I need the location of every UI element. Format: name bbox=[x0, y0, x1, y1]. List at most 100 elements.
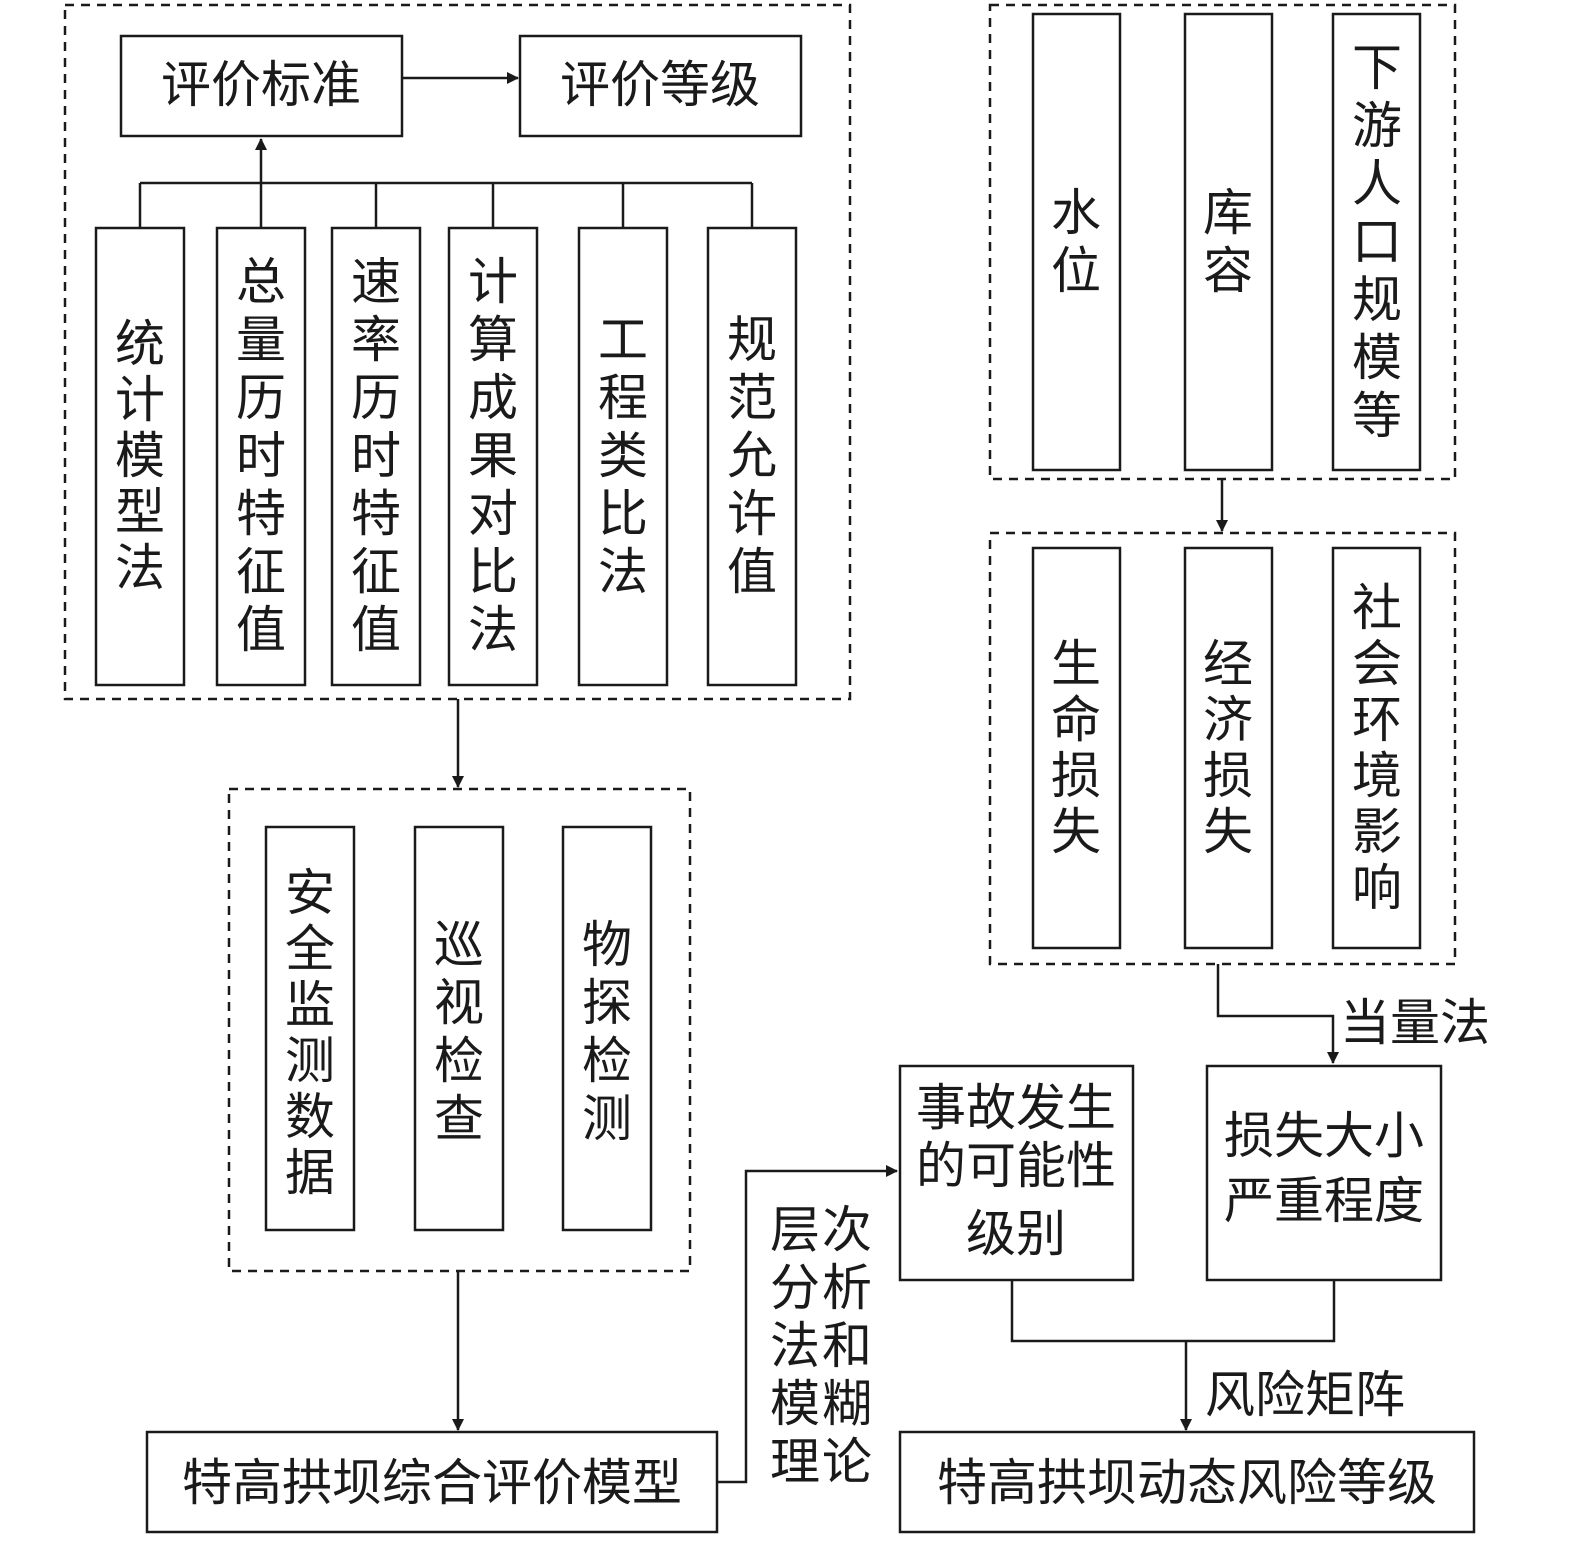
arrow-model-to-probability bbox=[717, 1165, 898, 1484]
vertical-char: 征 bbox=[236, 543, 286, 601]
vertical-char: 生 bbox=[1051, 635, 1101, 693]
probability-level-box bbox=[898, 1064, 1135, 1282]
vertical-char: 值 bbox=[727, 543, 777, 601]
evaluation-standard-label: 评价标准 bbox=[161, 56, 361, 114]
vertical-char: 历 bbox=[351, 369, 401, 427]
vertical-char: 视 bbox=[434, 974, 484, 1032]
method-box-total-duration bbox=[215, 226, 307, 687]
vertical-char: 位 bbox=[1051, 242, 1101, 300]
vertical-char: 社 bbox=[1352, 579, 1402, 637]
vertical-char: 计 bbox=[115, 371, 165, 429]
matrix-connector bbox=[1010, 1280, 1336, 1343]
probability-line-3: 级别 bbox=[966, 1205, 1066, 1263]
vertical-char: 会 bbox=[1352, 635, 1402, 693]
vertical-char: 成 bbox=[468, 369, 518, 427]
vertical-char: 损 bbox=[1203, 747, 1253, 805]
severity-line-2: 严重程度 bbox=[1224, 1172, 1424, 1230]
vertical-char: 允 bbox=[727, 427, 777, 485]
vertical-char: 征 bbox=[351, 543, 401, 601]
probability-line-1: 事故发生 bbox=[916, 1079, 1116, 1137]
vertical-char: 程 bbox=[598, 369, 648, 427]
vertical-char: 分 bbox=[770, 1259, 820, 1317]
loss-type-group bbox=[988, 531, 1457, 966]
vertical-char: 监 bbox=[285, 976, 335, 1034]
vertical-char: 速 bbox=[351, 253, 401, 311]
vertical-char: 水 bbox=[1051, 184, 1101, 242]
vertical-char: 全 bbox=[285, 920, 335, 978]
data-box-geophysical-detection bbox=[561, 825, 653, 1232]
vertical-char: 济 bbox=[1203, 691, 1253, 749]
vertical-char: 次 bbox=[822, 1201, 872, 1259]
evaluation-grade-box bbox=[518, 34, 803, 138]
method-box-statistical-model bbox=[94, 226, 186, 687]
vertical-char: 游 bbox=[1352, 97, 1402, 155]
vertical-char: 值 bbox=[236, 601, 286, 659]
loss-box-economic bbox=[1183, 546, 1274, 950]
final-risk-grade-box bbox=[898, 1430, 1476, 1534]
vertical-char: 下 bbox=[1352, 39, 1402, 97]
vertical-char: 数 bbox=[285, 1088, 335, 1146]
vertical-char: 损 bbox=[1051, 747, 1101, 805]
factor-label-water-level: 水位 bbox=[1051, 184, 1101, 300]
data-box-safety-monitoring bbox=[264, 825, 356, 1232]
vertical-char: 响 bbox=[1352, 859, 1402, 917]
vertical-char: 法 bbox=[770, 1317, 820, 1375]
vertical-char: 人 bbox=[1352, 155, 1402, 213]
vertical-char: 测 bbox=[285, 1032, 335, 1090]
vertical-char: 论 bbox=[822, 1433, 872, 1491]
vertical-char: 和 bbox=[822, 1317, 872, 1375]
risk-matrix-label: 风险矩阵 bbox=[1205, 1366, 1405, 1424]
evaluation-grade-label: 评价等级 bbox=[560, 56, 760, 114]
factor-box-water-level bbox=[1031, 12, 1122, 472]
vertical-char: 类 bbox=[598, 427, 648, 485]
vertical-char: 特 bbox=[351, 485, 401, 543]
vertical-char: 算 bbox=[468, 311, 518, 369]
vertical-char: 失 bbox=[1203, 803, 1253, 861]
vertical-char: 安 bbox=[285, 864, 335, 922]
vertical-char: 许 bbox=[727, 485, 777, 543]
loss-box-life bbox=[1031, 546, 1122, 950]
comprehensive-model-label: 特高拱坝综合评价模型 bbox=[182, 1454, 682, 1512]
vertical-char: 口 bbox=[1352, 213, 1402, 271]
vertical-char: 经 bbox=[1203, 635, 1253, 693]
vertical-char: 糊 bbox=[822, 1375, 872, 1433]
vertical-char: 检 bbox=[582, 1032, 632, 1090]
vertical-char: 法 bbox=[468, 601, 518, 659]
probability-line-2: 的可能性 bbox=[916, 1137, 1116, 1195]
vertical-char: 析 bbox=[822, 1259, 872, 1317]
vertical-char: 探 bbox=[582, 974, 632, 1032]
vertical-char: 量 bbox=[236, 311, 286, 369]
vertical-char: 值 bbox=[351, 601, 401, 659]
vertical-char: 时 bbox=[351, 427, 401, 485]
vertical-char: 层 bbox=[770, 1201, 820, 1259]
data-box-patrol-inspection bbox=[413, 825, 505, 1232]
factor-label-storage-capacity: 库容 bbox=[1203, 184, 1253, 300]
vertical-char: 库 bbox=[1203, 184, 1253, 242]
vertical-char: 时 bbox=[236, 427, 286, 485]
vertical-char: 比 bbox=[468, 543, 518, 601]
vertical-char: 影 bbox=[1352, 803, 1402, 861]
vertical-char: 命 bbox=[1051, 691, 1101, 749]
vertical-char: 总 bbox=[236, 253, 286, 311]
vertical-char: 型 bbox=[115, 483, 165, 541]
vertical-char: 等 bbox=[1352, 387, 1402, 445]
vertical-char: 计 bbox=[468, 253, 518, 311]
factor-box-downstream-population bbox=[1331, 12, 1422, 472]
vertical-char: 比 bbox=[598, 485, 648, 543]
vertical-char: 规 bbox=[1352, 271, 1402, 329]
severity-line-1: 损失大小 bbox=[1224, 1107, 1424, 1165]
vertical-char: 果 bbox=[468, 427, 518, 485]
vertical-char: 查 bbox=[434, 1090, 484, 1148]
method-box-code-allowable bbox=[706, 226, 798, 687]
method-box-engineering-analogy bbox=[577, 226, 669, 687]
